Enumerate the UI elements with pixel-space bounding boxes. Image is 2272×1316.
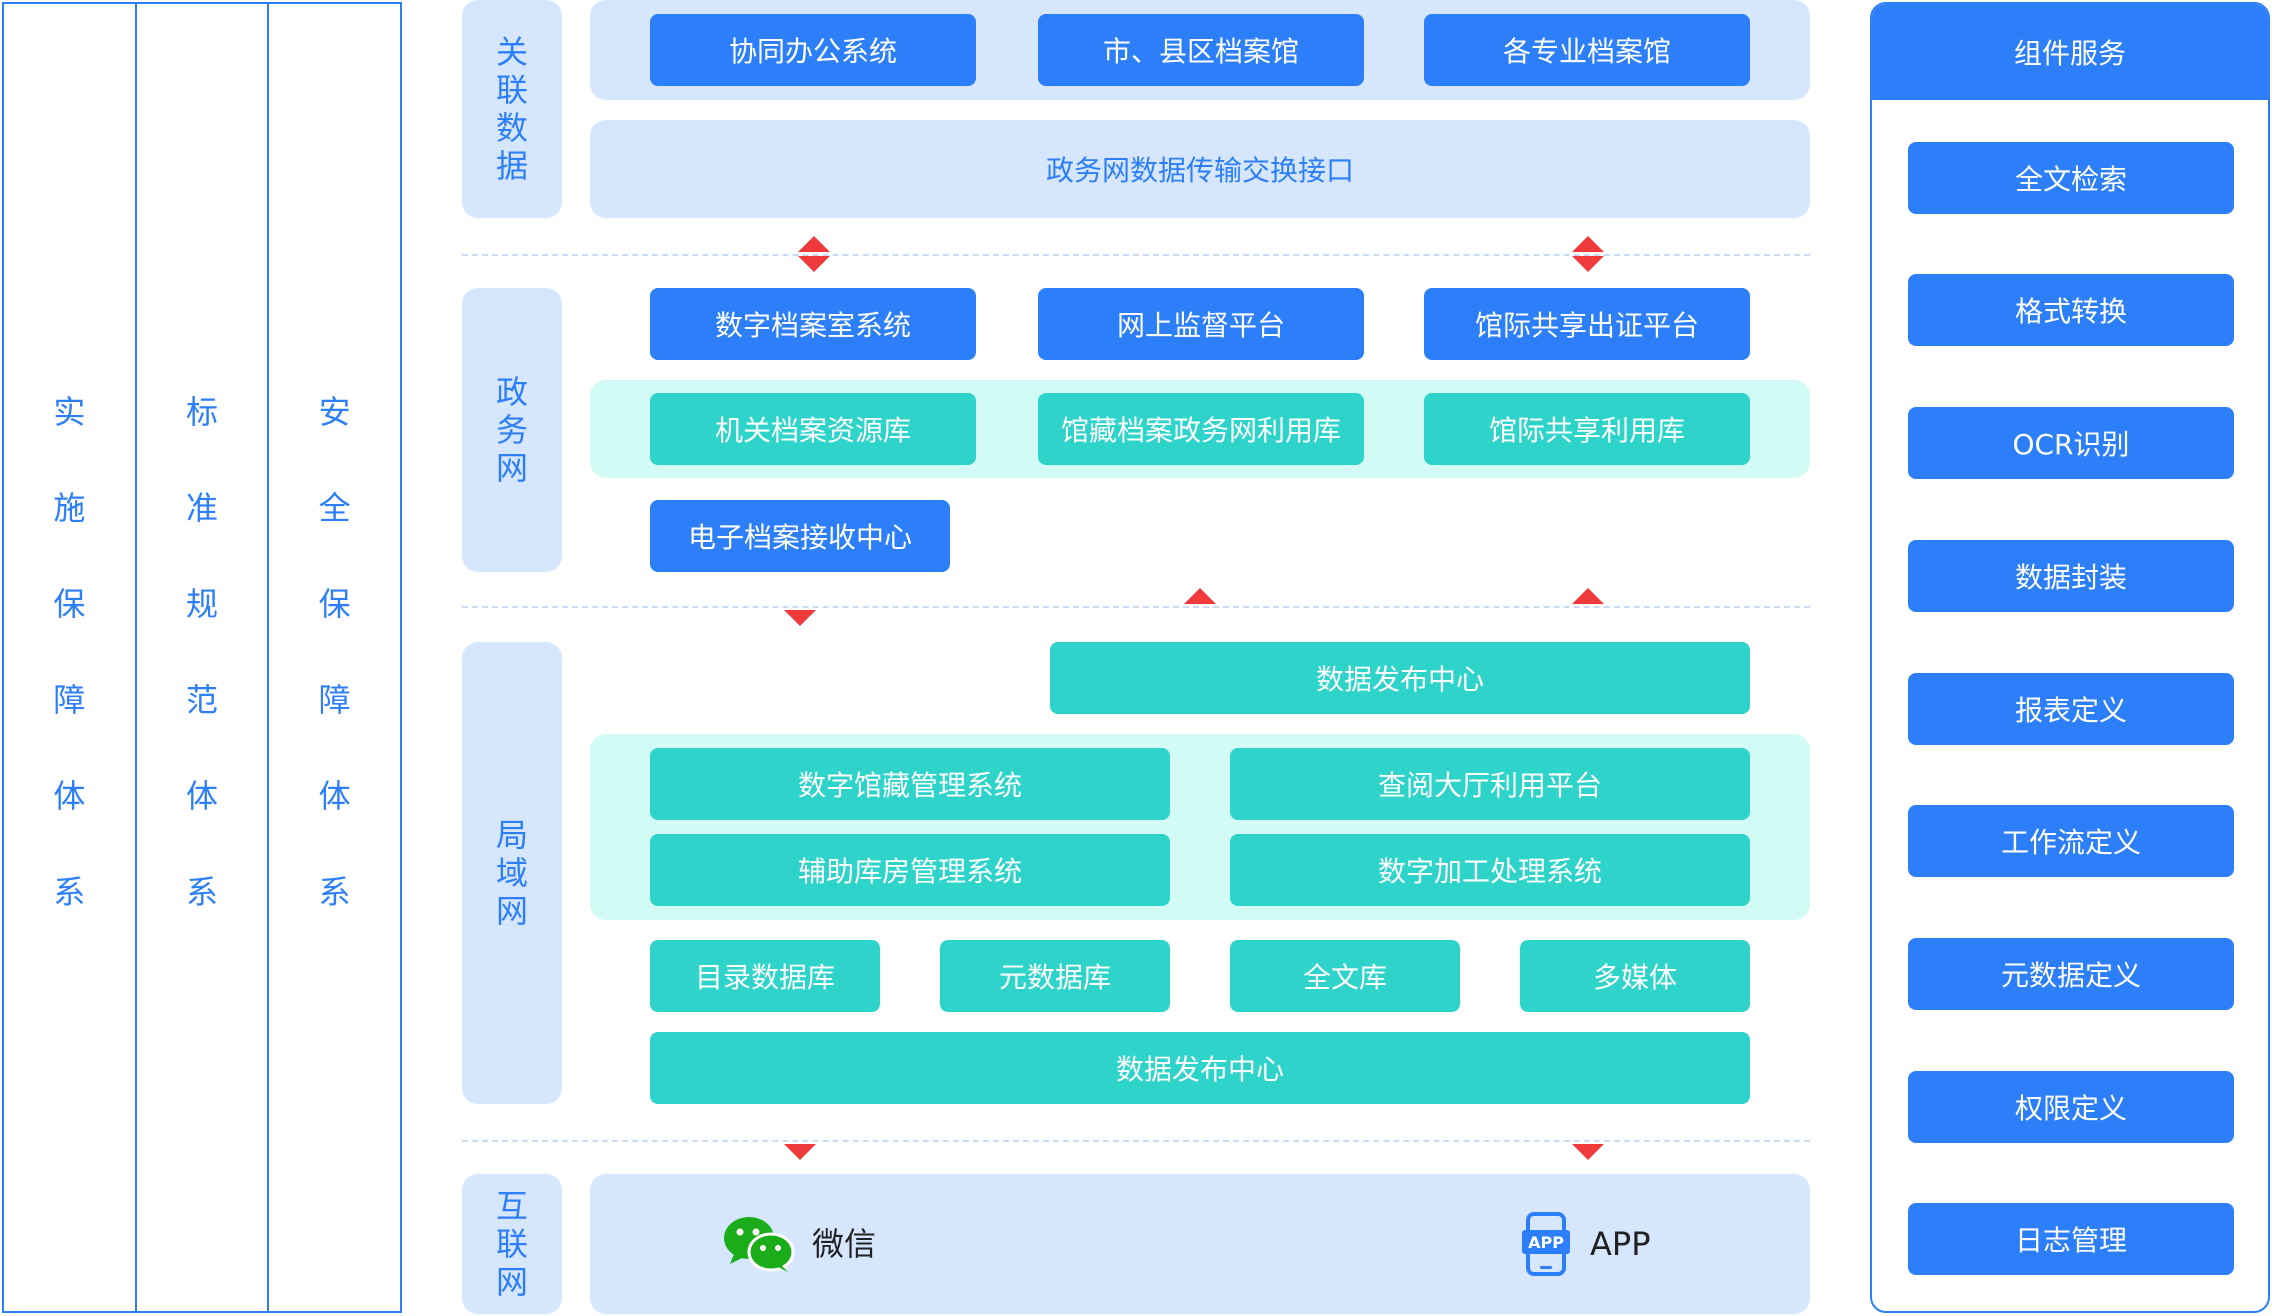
pillar-char: 安 [318,393,351,431]
pillar-char: 体 [53,777,86,815]
arrow-down-icon [784,1144,816,1160]
service-report-definition: 报表定义 [1908,673,2234,745]
component-services: 组件服务 全文检索 格式转换 OCR识别 数据封装 报表定义 工作流定义 元数据… [1870,2,2270,1313]
arrow-up-icon [798,236,830,252]
warehouse-mgmt-box: 辅助库房管理系统 [650,834,1170,906]
reading-hall-platform-box: 查阅大厅利用平台 [1230,748,1750,820]
fulltext-db-box: 全文库 [1230,940,1460,1012]
layer-label-char: 局 [495,816,528,854]
pillar-char: 准 [186,489,219,527]
online-supervision-box: 网上监督平台 [1038,288,1364,360]
arrow-up-icon [1572,588,1604,604]
agency-archive-db-box: 机关档案资源库 [650,393,976,465]
wechat-icon [722,1214,796,1274]
layer-label-char: 联 [495,71,528,109]
pillar-char: 系 [318,873,351,911]
pillar-char: 实 [53,393,86,431]
layer-label-gov-network: 政 务 网 [462,288,562,572]
layer-label-char: 关 [495,33,528,71]
catalog-db-box: 目录数据库 [650,940,880,1012]
service-log-management: 日志管理 [1908,1203,2234,1275]
layer-label-related-data: 关 联 数 据 [462,0,562,218]
arrow-up-icon [1572,236,1604,252]
digital-processing-box: 数字加工处理系统 [1230,834,1750,906]
exchange-interface: 政务网数据传输交换接口 [590,120,1810,218]
layer-label-char: 网 [495,892,528,930]
arrow-down-icon [1572,256,1604,272]
service-format-conversion: 格式转换 [1908,274,2234,346]
service-fulltext-search: 全文检索 [1908,142,2234,214]
layer-label-lan: 局 域 网 [462,642,562,1104]
service-ocr: OCR识别 [1908,407,2234,479]
pillar-char: 全 [318,489,351,527]
pillar-char: 规 [186,585,219,623]
service-data-packaging: 数据封装 [1908,540,2234,612]
pillar-char: 系 [53,873,86,911]
layer-label-char: 域 [495,854,528,892]
app-phone-icon: APP [1522,1212,1570,1276]
service-permission-definition: 权限定义 [1908,1071,2234,1143]
layer-label-char: 数 [495,109,528,147]
pillar-implementation: 实 施 保 障 体 系 [4,4,137,1311]
internet-panel [590,1174,1810,1314]
layer-label-char: 务 [495,411,528,449]
arrow-down-icon [784,610,816,626]
pillar-char: 障 [318,681,351,719]
pillar-char: 范 [186,681,219,719]
pillar-char: 障 [53,681,86,719]
app-badge: APP [1522,1230,1570,1254]
digital-collection-mgmt-box: 数字馆藏管理系统 [650,748,1170,820]
arrow-down-icon [798,256,830,272]
metadata-db-box: 元数据库 [940,940,1170,1012]
professional-archives-box: 各专业档案馆 [1424,14,1750,86]
app-label: APP [1590,1225,1651,1263]
pillar-standards: 标 准 规 范 体 系 [137,4,270,1311]
pillar-char: 标 [186,393,219,431]
layer-label-char: 网 [495,449,528,487]
support-pillars: 实 施 保 障 体 系 标 准 规 范 体 系 安 全 保 障 体 系 [2,2,402,1313]
pillar-char: 体 [186,777,219,815]
shared-certificate-platform-box: 馆际共享出证平台 [1424,288,1750,360]
layer-label-char: 政 [495,373,528,411]
arrow-up-icon [1184,588,1216,604]
data-publish-center-top-box: 数据发布中心 [1050,642,1750,714]
layer-label-char: 联 [495,1225,528,1263]
shared-utilization-db-box: 馆际共享利用库 [1424,393,1750,465]
e-archive-receive-center-box: 电子档案接收中心 [650,500,950,572]
pillar-security: 安 全 保 障 体 系 [269,4,400,1311]
layer-label-internet: 互 联 网 [462,1174,562,1314]
wechat-label: 微信 [812,1225,877,1263]
county-archives-box: 市、县区档案馆 [1038,14,1364,86]
pillar-char: 保 [318,585,351,623]
layer-label-char: 互 [495,1187,528,1225]
service-metadata-definition: 元数据定义 [1908,938,2234,1010]
layer-label-char: 据 [495,147,528,185]
pillar-char: 系 [186,873,219,911]
data-publish-center-bottom-box: 数据发布中心 [650,1032,1750,1104]
layer-label-char: 网 [495,1263,528,1301]
office-system-box: 协同办公系统 [650,14,976,86]
services-title: 组件服务 [1872,4,2268,100]
collection-gov-db-box: 馆藏档案政务网利用库 [1038,393,1364,465]
pillar-char: 体 [318,777,351,815]
separator-line [462,606,1810,608]
separator-line [462,1140,1810,1142]
arrow-down-icon [1572,1144,1604,1160]
service-workflow-definition: 工作流定义 [1908,805,2234,877]
multimedia-db-box: 多媒体 [1520,940,1750,1012]
digital-archive-room-box: 数字档案室系统 [650,288,976,360]
pillar-char: 施 [53,489,86,527]
pillar-char: 保 [53,585,86,623]
separator-line [462,254,1810,256]
